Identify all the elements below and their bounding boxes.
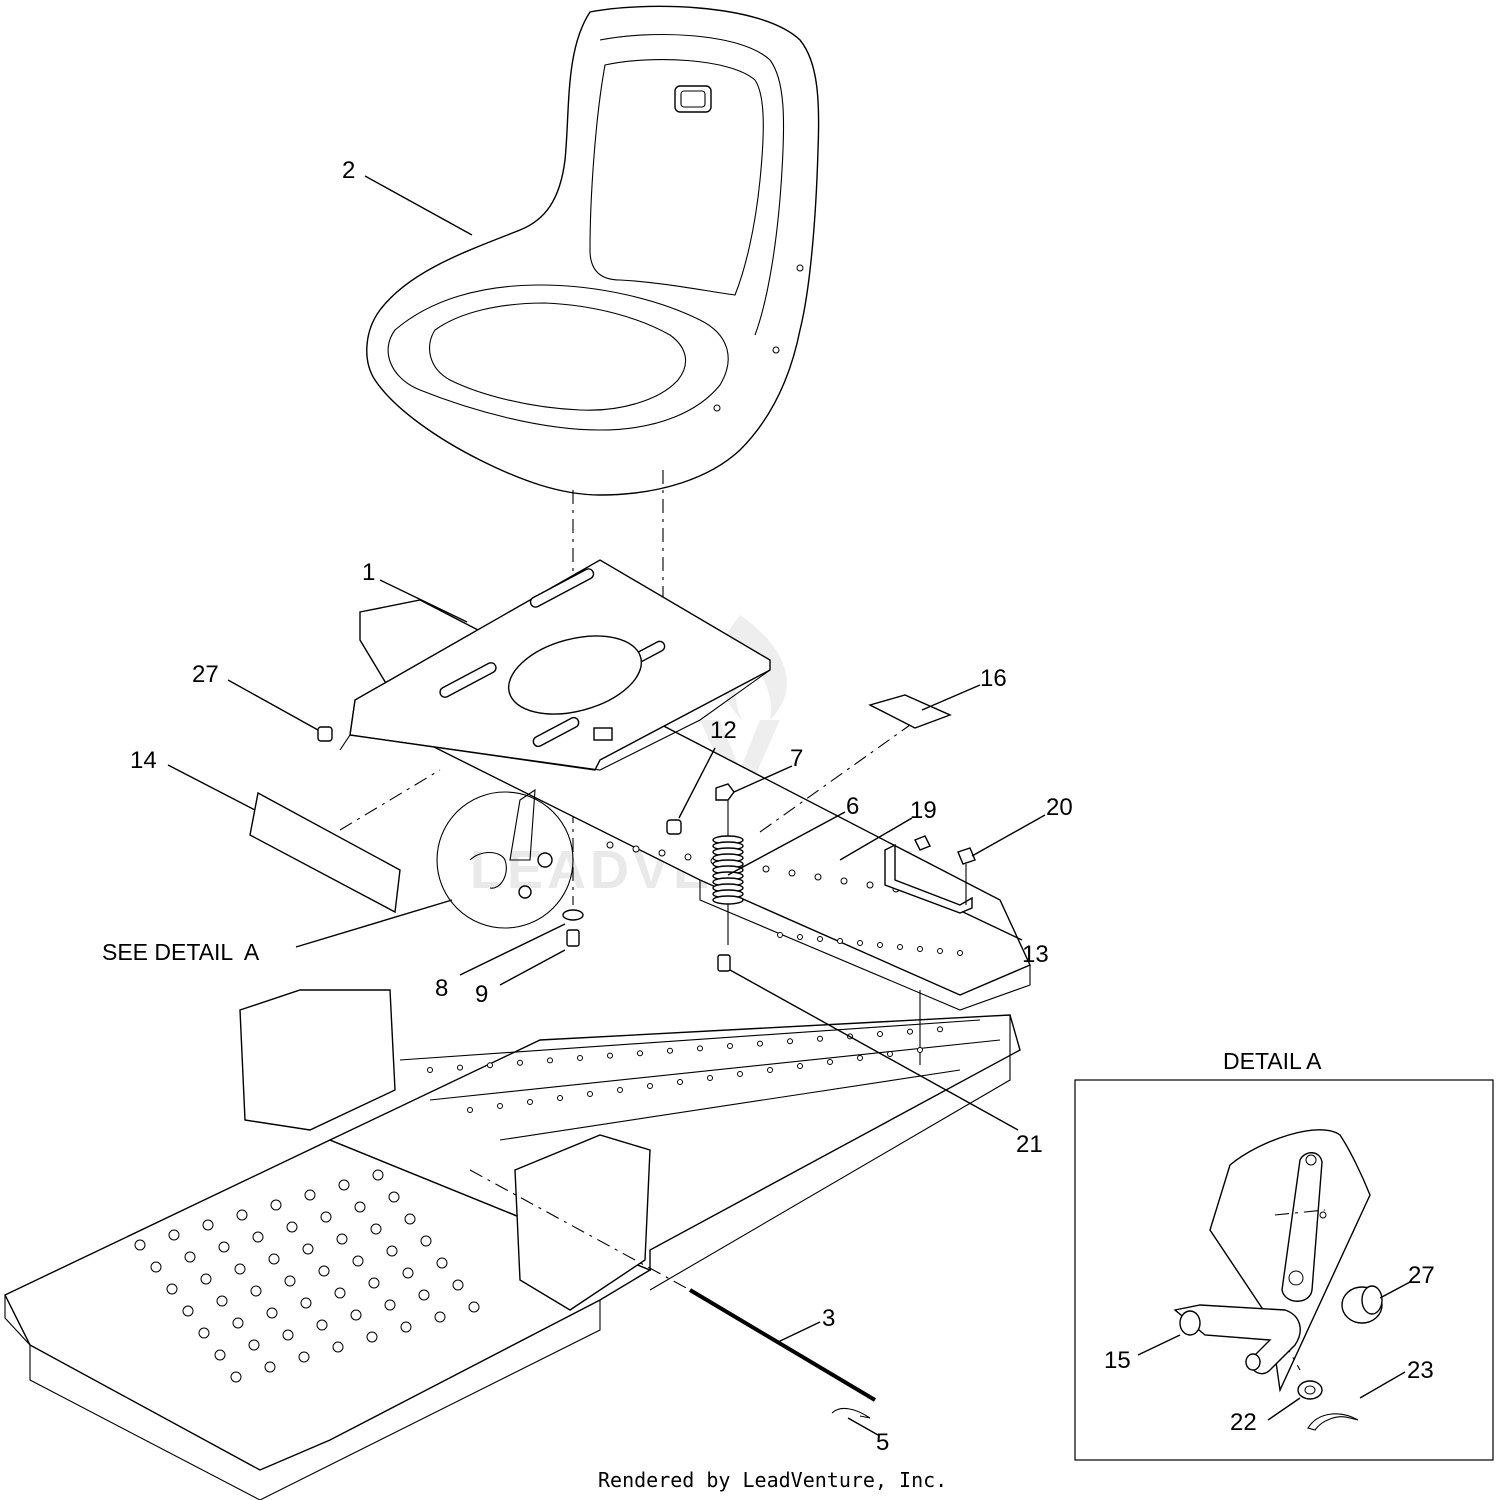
detail-a-leaders <box>1137 1281 1411 1421</box>
decal-14 <box>249 791 401 914</box>
callout-12: 12 <box>710 717 737 744</box>
callout-9: 9 <box>475 981 488 1008</box>
detail-callout-22: 22 <box>1230 1409 1257 1436</box>
callout-3: 3 <box>822 1305 835 1332</box>
callout-14: 14 <box>130 747 157 774</box>
bolt-20 <box>957 847 976 865</box>
seat-plate <box>339 559 771 771</box>
callout-2: 2 <box>342 157 355 184</box>
bolt-19 <box>914 835 931 851</box>
callout-5: 5 <box>876 1429 889 1456</box>
nut <box>715 783 735 801</box>
callout-8: 8 <box>435 975 448 1002</box>
detail-a-circle <box>436 791 574 929</box>
detail-a-parts <box>1173 1129 1383 1431</box>
see-detail-a-label: SEE DETAIL A <box>102 939 260 965</box>
callout-6: 6 <box>846 793 859 820</box>
detail-a-mini-parts <box>469 788 553 899</box>
seat <box>366 5 820 496</box>
callout-27: 27 <box>192 661 219 688</box>
callout-19: 19 <box>910 797 937 824</box>
detail-callout-27: 27 <box>1408 1262 1435 1289</box>
callout-21: 21 <box>1016 1131 1043 1158</box>
bolt-9 <box>566 929 580 947</box>
rod <box>688 1288 877 1402</box>
frame-hole-pattern <box>134 841 963 1383</box>
callout-7: 7 <box>790 745 803 772</box>
callout-1: 1 <box>362 559 375 586</box>
bolt-12 <box>666 819 682 835</box>
bracket-19 <box>884 843 973 914</box>
callout-20: 20 <box>1046 794 1073 821</box>
leader-lines <box>167 175 1046 1436</box>
callout-13: 13 <box>1022 941 1049 968</box>
frame <box>4 599 1031 1500</box>
detail-callout-15: 15 <box>1104 1347 1131 1374</box>
decal-16 <box>868 694 952 729</box>
spring <box>712 800 744 945</box>
bolt-21 <box>717 954 731 972</box>
washer-8 <box>562 909 584 921</box>
hairpin <box>831 1407 871 1419</box>
detail-callout-23: 23 <box>1407 1357 1434 1384</box>
footer-credit: Rendered by LeadVenture, Inc. <box>598 1468 947 1492</box>
callout-16: 16 <box>980 665 1007 692</box>
spacer-27 <box>317 726 333 742</box>
detail-a-title: DETAIL A <box>1223 1048 1322 1074</box>
